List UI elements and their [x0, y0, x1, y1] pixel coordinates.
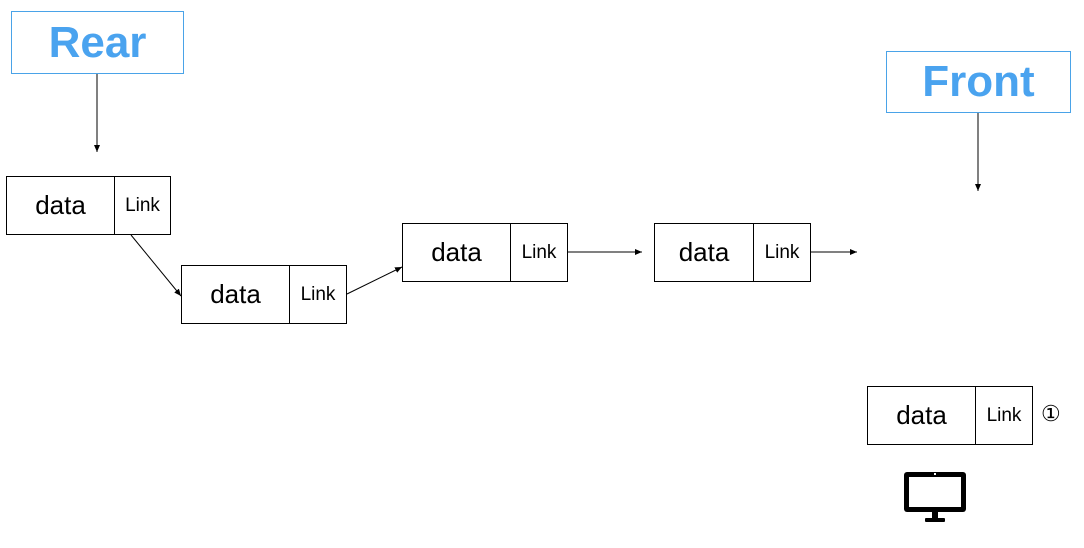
- node-link-field: Link: [300, 283, 336, 305]
- monitor-icon: [904, 472, 966, 522]
- node-link-field: Link: [521, 241, 557, 263]
- queue-node-3: data Link: [402, 223, 568, 282]
- node-data-field: data: [7, 177, 115, 234]
- node-data-field: data: [868, 387, 976, 444]
- new-queue-node: data Link: [867, 386, 1033, 445]
- front-label: Front: [886, 51, 1071, 113]
- step-number-marker: ①: [1041, 401, 1061, 426]
- link-arrow-2-to-3: [346, 266, 403, 295]
- node-data-field: data: [403, 224, 511, 281]
- node-data-field: data: [655, 224, 754, 281]
- rear-label: Rear: [11, 11, 184, 74]
- link-arrow-1-to-2: [130, 234, 182, 297]
- queue-node-4: data Link: [654, 223, 811, 282]
- node-link-field: Link: [764, 241, 800, 263]
- node-link-field: Link: [986, 404, 1022, 426]
- node-data-field: data: [182, 266, 290, 323]
- queue-node-1: data Link: [6, 176, 171, 235]
- node-link-field: Link: [125, 194, 160, 216]
- queue-node-2: data Link: [181, 265, 347, 324]
